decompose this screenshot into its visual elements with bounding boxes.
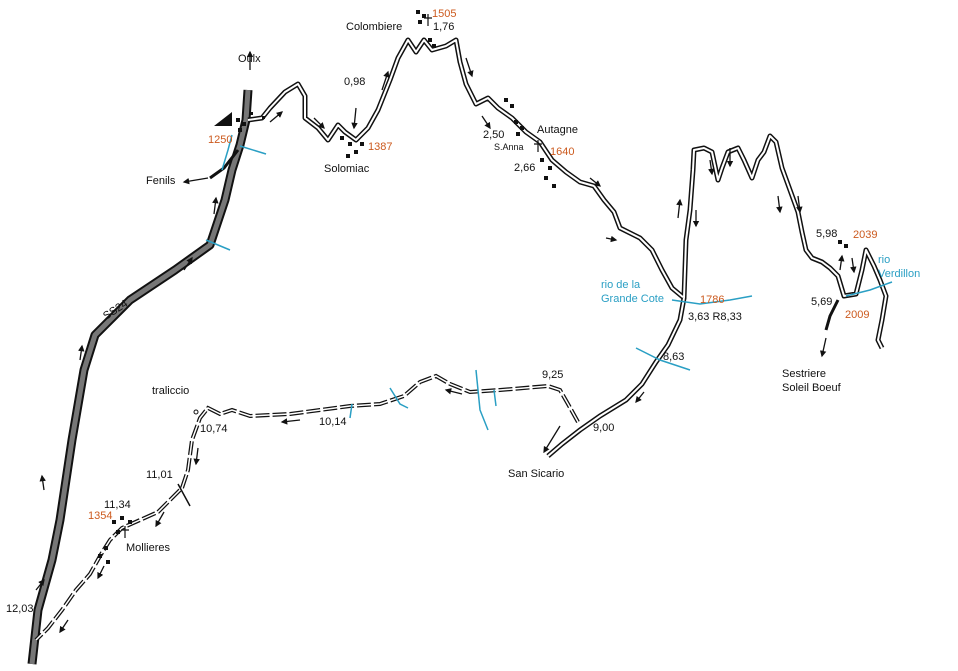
distance-11-34: 11,34: [104, 499, 131, 511]
distance-3-63: 3,63 R8,33: [688, 311, 742, 323]
place-mollieres: Mollieres: [126, 542, 171, 554]
distance-9-25: 9,25: [542, 369, 563, 381]
place-sestriere: Sestriere: [782, 368, 826, 380]
distance-10-14: 10,14: [319, 416, 347, 428]
village-icon: [98, 10, 848, 564]
church-icon: [121, 14, 542, 538]
distance-1-76: 1,76: [433, 21, 454, 33]
elevation-1250: 1250: [208, 134, 232, 146]
distance-5-98: 5,98: [816, 228, 837, 240]
elevation-2039: 2039: [853, 229, 877, 241]
direction-arrow-icon: [35, 50, 857, 634]
distance-5-69: 5,69: [811, 296, 832, 308]
distance-11-01: 11,01: [146, 469, 173, 481]
distance-2-66: 2,66: [514, 162, 535, 174]
water-verdillon-2: Verdillon: [878, 268, 920, 280]
waterways: [205, 134, 893, 431]
elevation-2009: 2009: [845, 309, 869, 321]
place-fenils: Fenils: [146, 175, 176, 187]
place-solomiac: Solomiac: [324, 163, 370, 175]
pylon-icon: [193, 409, 199, 415]
main-road-ss24: [27, 89, 253, 665]
distance-9-00: 9,00: [593, 422, 614, 434]
water-grande-cote-2: Grande Cote: [601, 293, 664, 305]
elevation-1505: 1505: [432, 8, 456, 20]
water-grande-cote-1: rio de la: [601, 279, 641, 291]
distance-2-50: 2,50: [483, 129, 504, 141]
place-s-anna: S.Anna: [494, 142, 524, 152]
elevation-1387: 1387: [368, 141, 392, 153]
water-verdillon-1: rio: [878, 254, 890, 266]
distance-0-98: 0,98: [344, 76, 365, 88]
place-autagne: Autagne: [537, 124, 578, 136]
place-traliccio: traliccio: [152, 385, 189, 397]
place-soleil-boeuf: Soleil Boeuf: [782, 382, 842, 394]
distance-8-63: 8,63: [663, 351, 684, 363]
place-colombiere: Colombiere: [346, 21, 402, 33]
distance-10-74: 10,74: [200, 423, 228, 435]
elevation-1786: 1786: [700, 294, 724, 306]
start-flag-icon: [214, 112, 232, 126]
distance-12-03: 12,03: [6, 603, 34, 615]
place-oulx: Oulx: [238, 53, 261, 65]
route-road: [34, 37, 889, 642]
elevation-1640: 1640: [550, 146, 574, 158]
place-san-sicario: San Sicario: [508, 468, 564, 480]
elevation-1354: 1354: [88, 510, 112, 522]
